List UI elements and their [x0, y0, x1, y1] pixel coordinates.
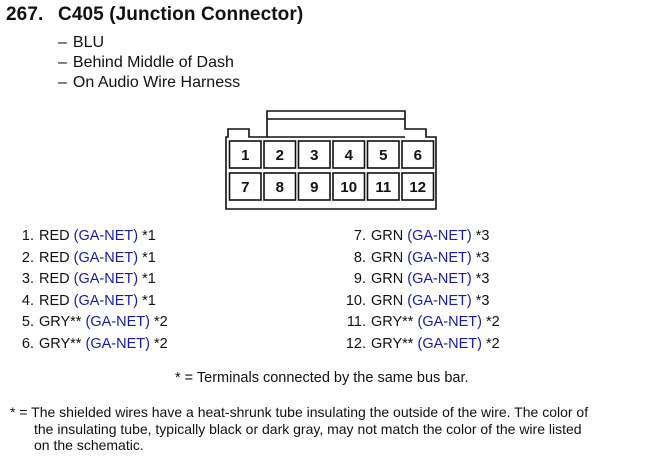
pin-label-6: 6 — [414, 147, 422, 164]
pin-row-11: 11.GRY** (GA-NET) *2 — [346, 314, 500, 330]
pin-row-8: 8.GRN (GA-NET) *3 — [353, 249, 490, 266]
pin-label-5: 5 — [379, 147, 387, 164]
section-number: 267. — [6, 4, 44, 25]
pin-row-4: 4.RED (GA-NET) *1 — [21, 292, 156, 309]
pin-cell-11 — [366, 172, 400, 201]
pin-label-4: 4 — [345, 147, 354, 164]
pin-row-9: 9.GRN (GA-NET) *3 — [353, 271, 490, 287]
pin-label-3: 3 — [310, 147, 318, 164]
connector-title: C405 (Junction Connector) — [58, 4, 304, 25]
pin-row-2: 2.RED (GA-NET) *1 — [21, 249, 156, 266]
pin-row-7: 7.GRN (GA-NET) *3 — [353, 228, 490, 244]
footnote-line-2: the insulating tube, typically black or … — [34, 420, 582, 437]
detail-harness: –On Audio Wire Harness — [58, 74, 241, 91]
footnote-line-1: * = The shielded wires have a heat-shrun… — [10, 404, 589, 420]
pin-cell-7 — [228, 172, 262, 201]
detail-location: –Behind Middle of Dash — [58, 54, 234, 71]
pin-label-2: 2 — [276, 147, 284, 164]
pin-list-left: 1.RED (GA-NET) *1 2.RED (GA-NET) *1 3.RE… — [16, 226, 168, 355]
pin-cell-8 — [263, 172, 297, 201]
pin-row-5: 5.GRY** (GA-NET) *2 — [21, 314, 168, 330]
pin-cell-1 — [228, 140, 262, 169]
pin-list-right: 7.GRN (GA-NET) *3 8.GRN (GA-NET) *3 9.GR… — [338, 226, 500, 355]
pin-row-1: 1.RED (GA-NET) *1 — [21, 228, 156, 244]
pin-label-12: 12 — [409, 179, 426, 196]
pin-cell-4 — [332, 140, 366, 169]
pin-row-12: 12.GRY** (GA-NET) *2 — [345, 335, 500, 352]
pin-label-11: 11 — [375, 179, 391, 196]
shielded-wire-footnote: * = The shielded wires have a heat-shrun… — [10, 404, 658, 454]
pin-label-7: 7 — [241, 179, 249, 196]
bus-bar-note: * = Terminals connected by the same bus … — [175, 370, 469, 386]
pin-label-9: 9 — [310, 179, 318, 196]
pin-row-10: 10.GRN (GA-NET) *3 — [345, 292, 490, 309]
footnote-line-3: on the schematic. — [34, 437, 144, 453]
connector-housing-outline — [225, 110, 437, 210]
pin-label-10: 10 — [340, 179, 357, 196]
page-title: 267. C405 (Junction Connector) — [6, 4, 303, 26]
pin-cell-5 — [366, 140, 400, 169]
pin-label-1: 1 — [241, 147, 249, 164]
pin-cell-2 — [263, 140, 297, 169]
pin-cell-9 — [297, 172, 331, 201]
pin-cell-3 — [297, 140, 331, 169]
pin-cell-12 — [401, 172, 435, 201]
pin-label-8: 8 — [276, 179, 284, 196]
detail-color: –BLU — [58, 34, 105, 51]
pin-cell-6 — [401, 140, 435, 169]
pin-row-6: 6.GRY** (GA-NET) *2 — [21, 335, 168, 352]
pin-cell-10 — [332, 172, 366, 201]
pin-row-3: 3.RED (GA-NET) *1 — [21, 271, 156, 287]
